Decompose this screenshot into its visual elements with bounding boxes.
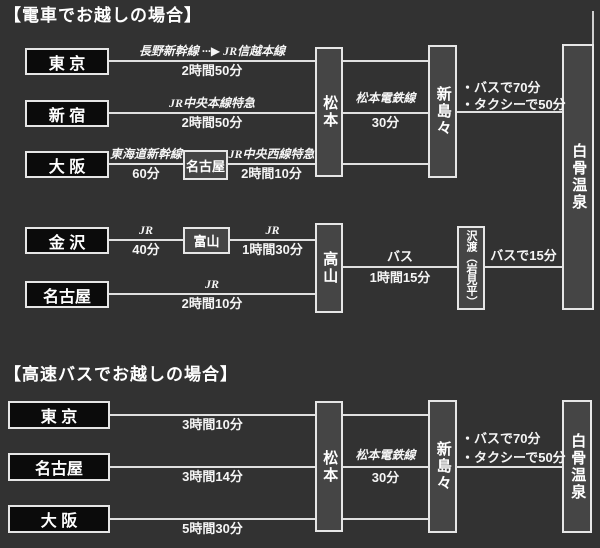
station-box-shinjuku: 新 宿 bbox=[25, 100, 109, 127]
route-time-label: 2時間50分 bbox=[181, 63, 243, 78]
route-name-label: 東海道新幹線 bbox=[109, 147, 182, 161]
station-box-matsumoto: 松本 bbox=[315, 47, 343, 177]
route-time-label: 5時間30分 bbox=[182, 521, 243, 536]
station-box-osaka-bus: 大 阪 bbox=[8, 505, 110, 533]
right-edge-line bbox=[592, 11, 594, 44]
route-line bbox=[343, 112, 428, 114]
station-box-kanazawa: 金 沢 bbox=[25, 227, 109, 254]
route-line bbox=[343, 414, 428, 416]
station-box-shinshimashima-bus: 新島々 bbox=[428, 400, 457, 533]
route-time-label: 3時間10分 bbox=[182, 417, 243, 432]
station-box-nagoya-via: 名古屋 bbox=[183, 150, 228, 180]
station-box-matsumoto-bus: 松本 bbox=[315, 401, 343, 532]
route-option-label: ・タクシーで50分 bbox=[461, 450, 566, 465]
route-line bbox=[457, 111, 562, 113]
route-name-label: 松本電鉄線 bbox=[355, 448, 416, 462]
route-name-label: JR bbox=[138, 223, 153, 237]
station-box-takayama: 高山 bbox=[315, 223, 343, 313]
station-box-shirahone-train: 白骨温泉 bbox=[562, 44, 594, 310]
route-line bbox=[230, 239, 315, 241]
route-time-label: 1時間15分 bbox=[369, 270, 431, 285]
station-box-toyama: 富山 bbox=[183, 227, 230, 254]
station-box-shinshimashima: 新島々 bbox=[428, 45, 457, 178]
route-name-label: JR中央西線特急 bbox=[228, 147, 315, 161]
route-line bbox=[343, 266, 457, 268]
station-box-shirahone-bus: 白骨温泉 bbox=[562, 400, 592, 533]
route-line bbox=[485, 266, 562, 268]
route-line bbox=[228, 163, 315, 165]
route-line bbox=[343, 518, 428, 520]
route-line bbox=[343, 466, 428, 468]
route-name-label: 松本電鉄線 bbox=[355, 91, 416, 105]
route-time-label: 3時間14分 bbox=[182, 469, 243, 484]
route-name-label: バス bbox=[386, 249, 413, 264]
route-time-label: 2時間50分 bbox=[181, 115, 243, 130]
route-name-label: JR bbox=[265, 223, 280, 237]
route-name-label: JR中央本線特急 bbox=[168, 96, 255, 110]
route-line bbox=[109, 60, 315, 62]
route-line bbox=[343, 163, 428, 165]
station-box-tokyo-bus: 東 京 bbox=[8, 401, 110, 429]
station-box-nagoya-bus: 名古屋 bbox=[8, 453, 110, 481]
route-time-label: 40分 bbox=[132, 242, 160, 257]
route-time-label: 2時間10分 bbox=[241, 166, 302, 181]
route-line bbox=[109, 163, 183, 165]
route-line bbox=[343, 60, 428, 62]
route-time-label: 2時間10分 bbox=[181, 296, 243, 311]
route-option-label: ・バスで70分 bbox=[461, 431, 541, 446]
route-line bbox=[110, 466, 315, 468]
station-box-nagoya: 名古屋 bbox=[25, 281, 109, 308]
station-box-tokyo: 東 京 bbox=[25, 48, 109, 75]
route-line bbox=[109, 293, 315, 295]
route-option-label: ・タクシーで50分 bbox=[461, 97, 566, 112]
station-box-sawando: 沢渡（岩見平） bbox=[457, 226, 485, 310]
route-time-label: 30分 bbox=[371, 470, 400, 485]
route-line bbox=[110, 414, 315, 416]
route-line bbox=[457, 466, 562, 468]
route-option-label: ・バスで70分 bbox=[461, 80, 541, 95]
route-time-label: 30分 bbox=[371, 115, 400, 130]
route-name-label: JR bbox=[204, 277, 219, 291]
bus-section-heading: 【高速バスでお越しの場合】 bbox=[4, 365, 238, 384]
route-line bbox=[110, 518, 315, 520]
train-section-heading: 【電車でお越しの場合】 bbox=[4, 6, 202, 25]
route-name-label: 長野新幹線 ···▶ JR信越本線 bbox=[138, 44, 286, 58]
station-box-osaka: 大 阪 bbox=[25, 151, 109, 178]
route-line bbox=[109, 112, 315, 114]
route-line bbox=[109, 239, 183, 241]
route-time-label: バスで15分 bbox=[490, 248, 557, 263]
route-time-label: 1時間30分 bbox=[242, 242, 303, 257]
route-time-label: 60分 bbox=[132, 166, 160, 181]
